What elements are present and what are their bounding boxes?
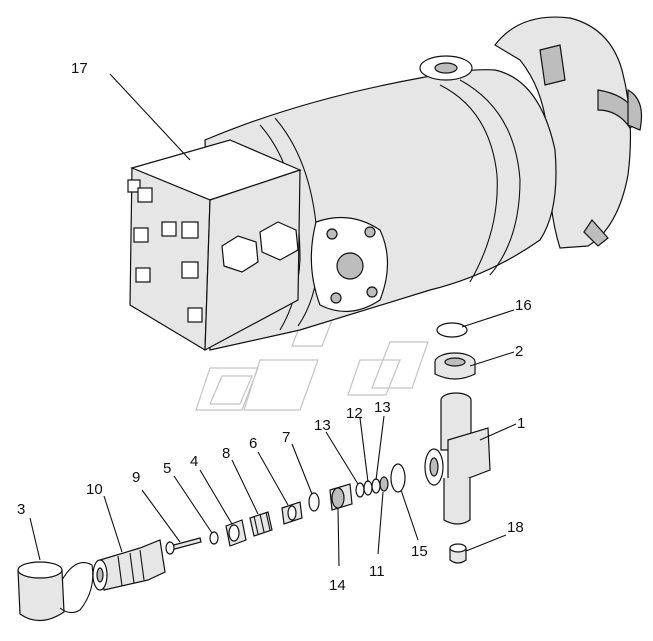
label-16: 16 (515, 297, 532, 314)
label-3: 3 (17, 501, 25, 518)
pin-9 (165, 537, 202, 555)
label-18: 18 (507, 519, 524, 536)
label-14: 14 (329, 577, 346, 594)
coupling-10 (92, 539, 166, 591)
seal-ring-15 (390, 463, 406, 493)
label-1: 1 (517, 415, 525, 432)
label-15: 15 (411, 543, 428, 560)
label-2: 2 (515, 343, 523, 360)
ring-12 (363, 480, 373, 496)
ring-11 (379, 476, 389, 492)
label-7: 7 (282, 429, 290, 446)
tee-fitting-1 (424, 392, 491, 525)
washer-7 (308, 492, 320, 512)
ring-13a (355, 482, 365, 498)
o-ring-16 (436, 322, 468, 338)
dust-cap-3 (17, 561, 94, 622)
seat-6 (281, 501, 303, 525)
bushing-14 (329, 483, 353, 511)
label-11: 11 (369, 563, 385, 580)
label-8: 8 (222, 445, 230, 462)
label-12: 12 (346, 405, 363, 422)
valve-cup-4 (225, 519, 247, 547)
spring-8 (249, 511, 273, 537)
leader-lines (29, 73, 517, 567)
plug-18 (449, 543, 467, 564)
union-nut-2 (434, 352, 476, 380)
label-10: 10 (86, 481, 103, 498)
label-13-right: 13 (374, 399, 391, 416)
pump-housing-assembly (127, 16, 643, 352)
label-13-left: 13 (314, 417, 331, 434)
ring-13b (371, 478, 381, 494)
label-6: 6 (249, 435, 257, 452)
label-5: 5 (163, 460, 171, 477)
label-4: 4 (190, 453, 198, 470)
part-number-labels: 17 16 2 1 18 15 11 14 13 12 13 7 6 8 4 5… (17, 60, 532, 594)
washer-5 (209, 531, 219, 545)
label-9: 9 (132, 469, 140, 486)
label-17: 17 (71, 60, 88, 77)
